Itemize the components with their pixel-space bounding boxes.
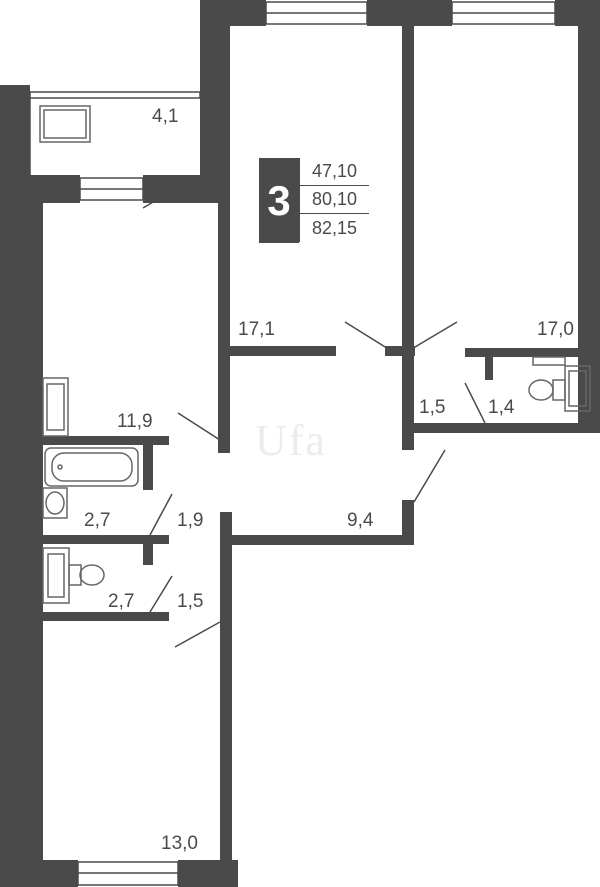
room-area-closet-left: 1,5 xyxy=(177,591,204,612)
door-swings xyxy=(142,185,486,648)
rooms-count: 3 xyxy=(259,158,299,243)
total-area-with-balcony: 82,15 xyxy=(299,214,369,242)
windows xyxy=(29,1,556,886)
fixtures xyxy=(39,105,591,604)
room-area-bedroom-right: 17,0 xyxy=(537,319,574,340)
room-area-wc-left: 2,7 xyxy=(108,591,135,612)
total-area: 80,10 xyxy=(299,186,369,214)
room-area-balcony: 4,1 xyxy=(152,106,179,127)
living-area: 47,10 xyxy=(299,158,369,186)
watermark: Ufa xyxy=(255,416,327,465)
room-area-living-room: 11,9 xyxy=(117,411,153,432)
room-area-corridor: 1,9 xyxy=(177,510,204,531)
apartment-area-badge: 3 47,10 80,10 82,15 xyxy=(259,158,369,243)
room-area-bedroom-center: 17,1 xyxy=(238,319,275,340)
room-area-bedroom-bottom: 13,0 xyxy=(161,833,198,854)
room-area-bathroom: 2,7 xyxy=(84,510,111,531)
room-area-wc-right: 1,4 xyxy=(488,397,515,418)
room-area-closet-right: 1,5 xyxy=(419,397,446,418)
room-area-hall: 9,4 xyxy=(347,510,374,531)
